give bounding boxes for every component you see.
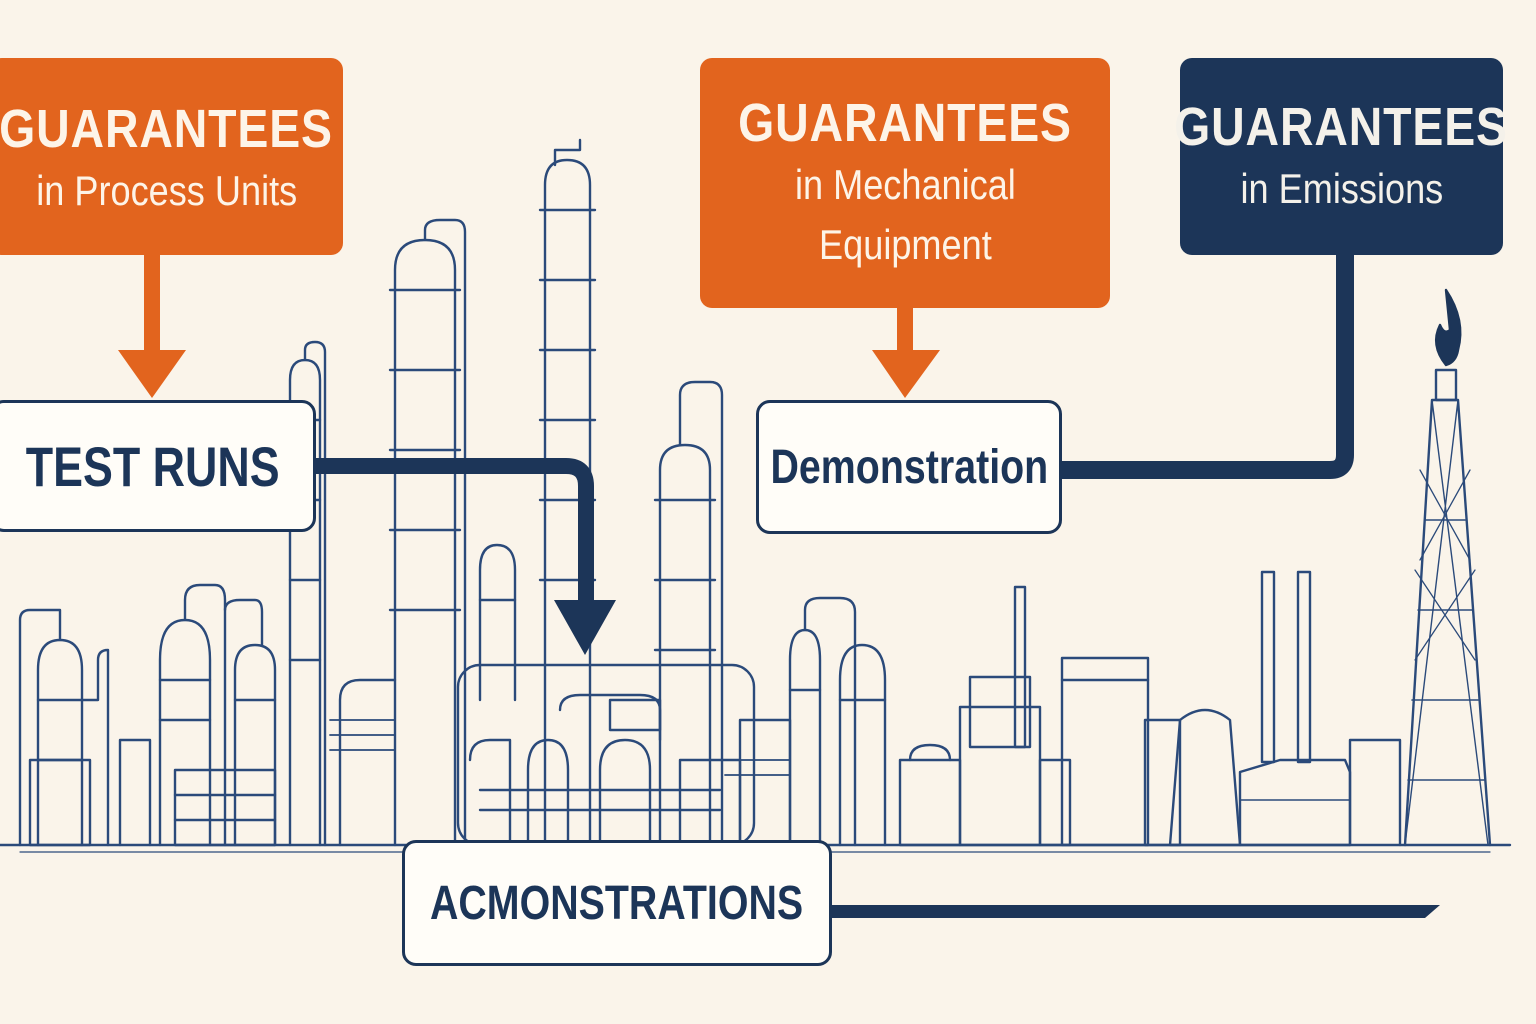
mechanical-title: GUARANTEES [738, 93, 1072, 153]
connector-test-runs [316, 458, 594, 600]
guarantees-emissions-box: GUARANTEES in Emissions [1175, 58, 1507, 255]
acmonstrations-box: ACMONSTRATIONS [402, 840, 832, 966]
vessel-group-2 [158, 583, 277, 847]
tall-column-2 [388, 218, 467, 847]
guarantees-process-units-box: GUARANTEES in Process Units [0, 58, 343, 255]
arrow-to-test-runs [118, 350, 186, 398]
emissions-title: GUARANTEES [1174, 96, 1509, 157]
acmonstrations-label: ACMONSTRATIONS [430, 876, 804, 930]
emissions-subtitle: in Emissions [1240, 164, 1443, 212]
demonstration-label: Demonstration [770, 440, 1048, 494]
small-column [478, 543, 517, 702]
guarantees-mechanical-box: GUARANTEES in Mechanical Equipment [700, 58, 1110, 308]
mid-column [653, 380, 724, 847]
test-runs-label: TEST RUNS [26, 434, 280, 498]
mechanical-subtitle-2: Equipment [818, 221, 992, 268]
connector-emissions [1060, 255, 1354, 479]
flare-tower [1403, 288, 1492, 847]
mechanical-subtitle-1: in Mechanical [794, 161, 1016, 208]
arrow-to-equipment [554, 600, 616, 655]
connector-acmonstrations [830, 905, 1440, 918]
demonstration-box: Demonstration [756, 400, 1062, 534]
arrow-to-demonstration [872, 350, 940, 398]
process-units-title: GUARANTEES [0, 98, 334, 159]
process-units-subtitle: in Process Units [36, 166, 297, 214]
left-vessel-group [18, 608, 152, 847]
industrial-buildings [958, 570, 1402, 847]
test-runs-box: TEST RUNS [0, 400, 316, 532]
right-vessels [738, 596, 962, 847]
connectors [118, 255, 1440, 918]
